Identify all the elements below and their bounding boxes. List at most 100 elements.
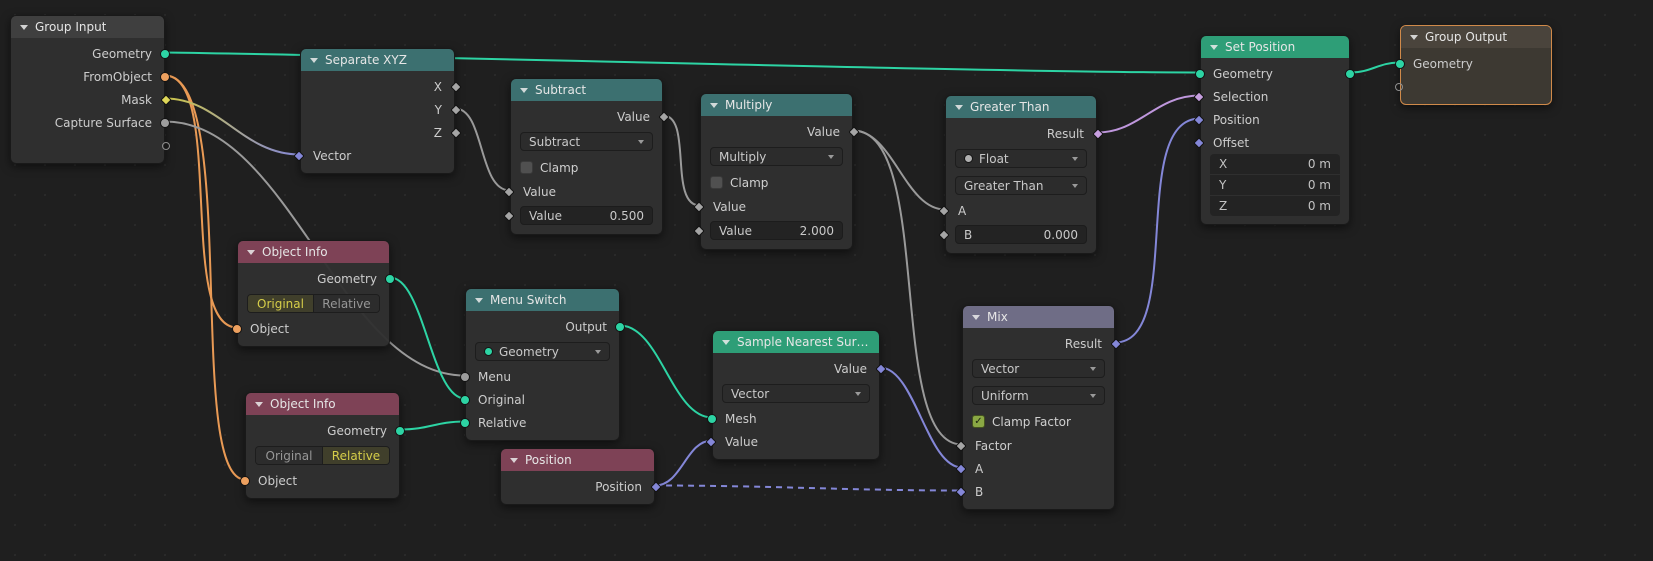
node-set-position[interactable]: Set Position Geometry Selection Position… [1193,35,1355,225]
data-type-dropdown[interactable]: Vector [722,384,870,403]
socket-input-geometry[interactable] [1395,58,1405,69]
node-sample-nearest-surface[interactable]: Sample Nearest Surf... Value Vector Mesh… [705,330,887,460]
clamp-factor-checkbox[interactable] [972,415,985,428]
node-group-input[interactable]: Group Input Geometry FromObject Mask Cap… [10,15,172,164]
socket-output-x[interactable] [450,80,462,93]
value-field[interactable]: Value 2.000 [710,221,843,240]
socket-output-geometry[interactable] [395,425,405,436]
node-header-mix[interactable]: Mix [963,306,1114,328]
socket-output-mask[interactable] [160,93,172,106]
node-group-output[interactable]: Group Output Geometry [1395,25,1552,105]
collapse-chevron-icon[interactable] [722,339,730,345]
socket-output-position[interactable] [650,480,662,493]
socket-input-b[interactable] [938,228,950,241]
operation-dropdown[interactable]: Greater Than [955,176,1087,195]
socket-output-result[interactable] [1092,127,1104,140]
value-field[interactable]: Value 0.500 [520,206,653,225]
socket-output-geometry[interactable] [160,48,170,59]
collapse-chevron-icon[interactable] [20,24,28,30]
socket-output-z[interactable] [450,126,462,139]
node-header-group-output[interactable]: Group Output [1401,26,1551,48]
node-header-set-position[interactable]: Set Position [1201,36,1349,58]
collapse-chevron-icon[interactable] [255,401,263,407]
socket-output-output[interactable] [615,321,625,332]
clamp-checkbox[interactable] [520,161,533,174]
socket-input-offset[interactable] [1193,136,1205,149]
socket-input-object[interactable] [232,323,242,334]
collapse-chevron-icon[interactable] [1210,44,1218,50]
socket-input-value-1[interactable] [693,200,705,213]
mode-original-button[interactable]: Original [248,295,313,312]
socket-input-vector[interactable] [293,149,305,162]
socket-input-mesh[interactable] [707,413,717,424]
socket-input-geometry[interactable] [1195,68,1205,79]
socket-input-value-2[interactable] [693,224,705,237]
b-field[interactable]: B 0.000 [955,225,1087,244]
node-header-multiply[interactable]: Multiply [701,94,852,116]
node-separate-xyz[interactable]: Separate XYZ X Y Z Vector [293,48,462,174]
socket-input-relative[interactable] [460,417,470,428]
node-object-info-1[interactable]: Object Info Geometry Original Relative O… [232,240,395,347]
operation-dropdown[interactable]: Subtract [520,132,653,151]
operation-dropdown[interactable]: Multiply [710,147,843,166]
socket-input-a[interactable] [938,204,950,217]
node-position[interactable]: Position Position [500,448,662,505]
socket-input-value-2[interactable] [503,209,515,222]
mode-relative-button[interactable]: Relative [322,447,389,464]
node-greater-than[interactable]: Greater Than Result Float Greater Than [938,95,1104,254]
socket-input-value[interactable] [705,435,717,448]
mode-relative-button[interactable]: Relative [313,295,379,312]
node-subtract[interactable]: Subtract Value Subtract Clamp Value [503,78,670,235]
collapse-chevron-icon[interactable] [955,104,963,110]
node-header-position[interactable]: Position [501,449,654,471]
socket-input-object[interactable] [240,475,250,486]
socket-output-result[interactable] [1110,337,1122,350]
socket-input-a[interactable] [955,462,967,475]
data-type-dropdown[interactable]: Vector [972,359,1105,378]
node-menu-switch[interactable]: Menu Switch Output Geometry Menu Origina [460,288,625,441]
socket-input-selection[interactable] [1193,90,1205,103]
socket-input-virtual[interactable] [1395,82,1403,91]
node-header-object-info-1[interactable]: Object Info [238,241,389,263]
offset-z-field[interactable]: Z 0 m [1210,196,1340,216]
data-type-dropdown[interactable]: Float [955,149,1087,168]
socket-input-value-1[interactable] [503,185,515,198]
socket-input-menu[interactable] [460,371,470,382]
offset-y-field[interactable]: Y 0 m [1210,175,1340,195]
collapse-chevron-icon[interactable] [510,457,518,463]
node-header-greater-than[interactable]: Greater Than [946,96,1096,118]
node-multiply[interactable]: Multiply Value Multiply Clamp Value [693,93,860,250]
socket-output-fromobject[interactable] [160,71,170,82]
node-object-info-2[interactable]: Object Info Geometry Original Relative O… [240,392,405,499]
socket-output-capture-surface[interactable] [160,117,170,128]
socket-output-geometry[interactable] [1345,68,1355,79]
collapse-chevron-icon[interactable] [1410,34,1418,40]
node-header-menu-switch[interactable]: Menu Switch [466,289,619,311]
collapse-chevron-icon[interactable] [520,87,528,93]
socket-output-value[interactable] [848,125,860,138]
mode-original-button[interactable]: Original [256,447,322,464]
factor-mode-dropdown[interactable]: Uniform [972,386,1105,405]
node-header-object-info-2[interactable]: Object Info [246,393,399,415]
node-mix[interactable]: Mix Result Vector Uniform Cla [955,305,1122,510]
socket-output-virtual[interactable] [162,141,170,150]
node-header-subtract[interactable]: Subtract [511,79,662,101]
socket-output-geometry[interactable] [385,273,395,284]
socket-input-factor[interactable] [955,439,967,452]
socket-input-position[interactable] [1193,113,1205,126]
socket-output-value[interactable] [875,362,887,375]
socket-input-b[interactable] [955,485,967,498]
collapse-chevron-icon[interactable] [310,57,318,63]
collapse-chevron-icon[interactable] [972,314,980,320]
socket-output-value[interactable] [658,110,670,123]
collapse-chevron-icon[interactable] [475,297,483,303]
node-header-sample-nearest-surface[interactable]: Sample Nearest Surf... [713,331,879,353]
node-header-group-input[interactable]: Group Input [11,16,164,38]
socket-input-original[interactable] [460,394,470,405]
data-type-dropdown[interactable]: Geometry [475,342,610,361]
offset-x-field[interactable]: X 0 m [1210,154,1340,174]
clamp-checkbox[interactable] [710,176,723,189]
collapse-chevron-icon[interactable] [710,102,718,108]
node-header-separate-xyz[interactable]: Separate XYZ [301,49,454,71]
